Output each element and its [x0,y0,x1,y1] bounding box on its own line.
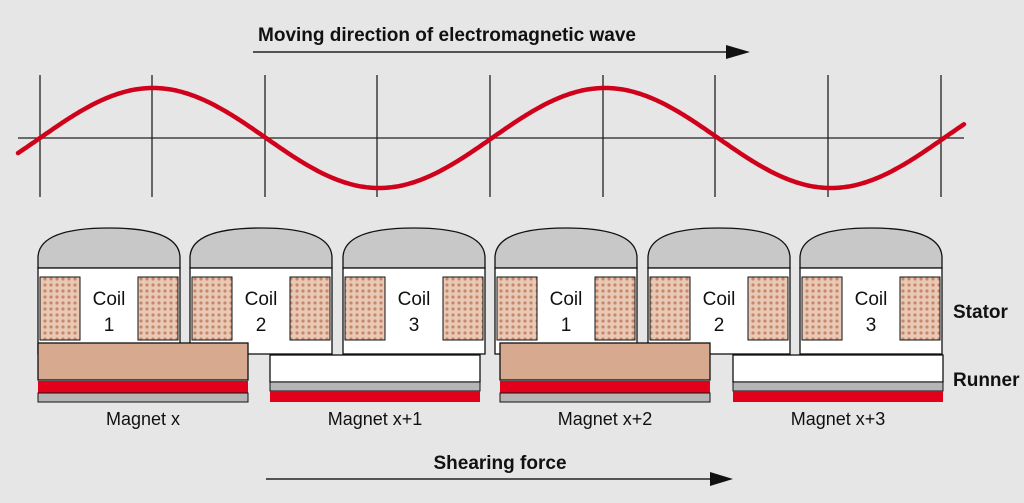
stator-module: Coil 1 [494,227,638,355]
coil-winding-left [649,276,691,341]
runner-label: Runner [953,370,1020,391]
magnet: Magnet x+2 [499,342,711,429]
magnet-label: Magnet x+1 [328,409,423,429]
stator-cap [189,227,333,269]
coil-label: Coil [245,289,278,310]
coil-winding-left [191,276,233,341]
coil-label: Coil [703,289,736,310]
coil-winding-right [137,276,179,341]
coil-winding-left [801,276,843,341]
magnet-body [269,354,481,383]
stator-module: Coil 2 [647,227,791,355]
stator-cap [647,227,791,269]
magnet-body [732,354,944,383]
magnet-stripe [500,381,710,393]
coil-number: 3 [866,315,877,336]
stator-module: Coil 3 [799,227,943,355]
magnet-base [732,381,944,392]
coil-winding-right [747,276,789,341]
magnet-stripe [270,391,480,402]
coil-winding-right [442,276,484,341]
stator-cap [342,227,486,269]
coil-winding-right [289,276,331,341]
magnet-label: Magnet x [106,409,180,429]
magnet-base [499,392,711,403]
coil-winding-right [594,276,636,341]
coil-number: 1 [104,315,115,336]
shearing-force-label: Shearing force [433,453,566,474]
wave-direction-arrowhead [726,45,750,59]
electromagnetic-wave [15,85,967,191]
coil-winding-left [39,276,81,341]
magnet-body [499,342,711,381]
coil-label: Coil [93,289,126,310]
magnet-base [37,392,249,403]
coil-label: Coil [855,289,888,310]
stator: Coil 1 Coil 2 Coil 3 Coil 1 Coil 2 Coil 3 [37,227,943,355]
magnet-stripe [733,391,943,402]
coil-label: Coil [398,289,431,310]
stator-cap [494,227,638,269]
coil-number: 2 [256,315,267,336]
magnet-label: Magnet x+3 [791,409,886,429]
coil-winding-left [344,276,386,341]
stator-cap [799,227,943,269]
stator-module: Coil 2 [189,227,333,355]
stator-cap [37,227,181,269]
magnet-stripe [38,381,248,393]
magnet-body [37,342,249,381]
shearing-force-arrowhead [710,472,733,486]
coil-winding-right [899,276,941,341]
coil-number: 3 [409,315,420,336]
coil-number: 2 [714,315,725,336]
runner: Magnet x Magnet x+1 Magnet x+2 Magnet x+3 [37,342,944,429]
magnet: Magnet x+3 [732,354,944,429]
stator-module: Coil 3 [342,227,486,355]
wave-direction-label: Moving direction of electromagnetic wave [258,25,636,46]
coil-winding-left [496,276,538,341]
stator-label: Stator [953,302,1009,323]
coil-number: 1 [561,315,572,336]
stator-module: Coil 1 [37,227,181,355]
coil-label: Coil [550,289,583,310]
magnet: Magnet x+1 [269,354,481,429]
magnet: Magnet x [37,342,249,429]
magnet-base [269,381,481,392]
magnet-label: Magnet x+2 [558,409,653,429]
